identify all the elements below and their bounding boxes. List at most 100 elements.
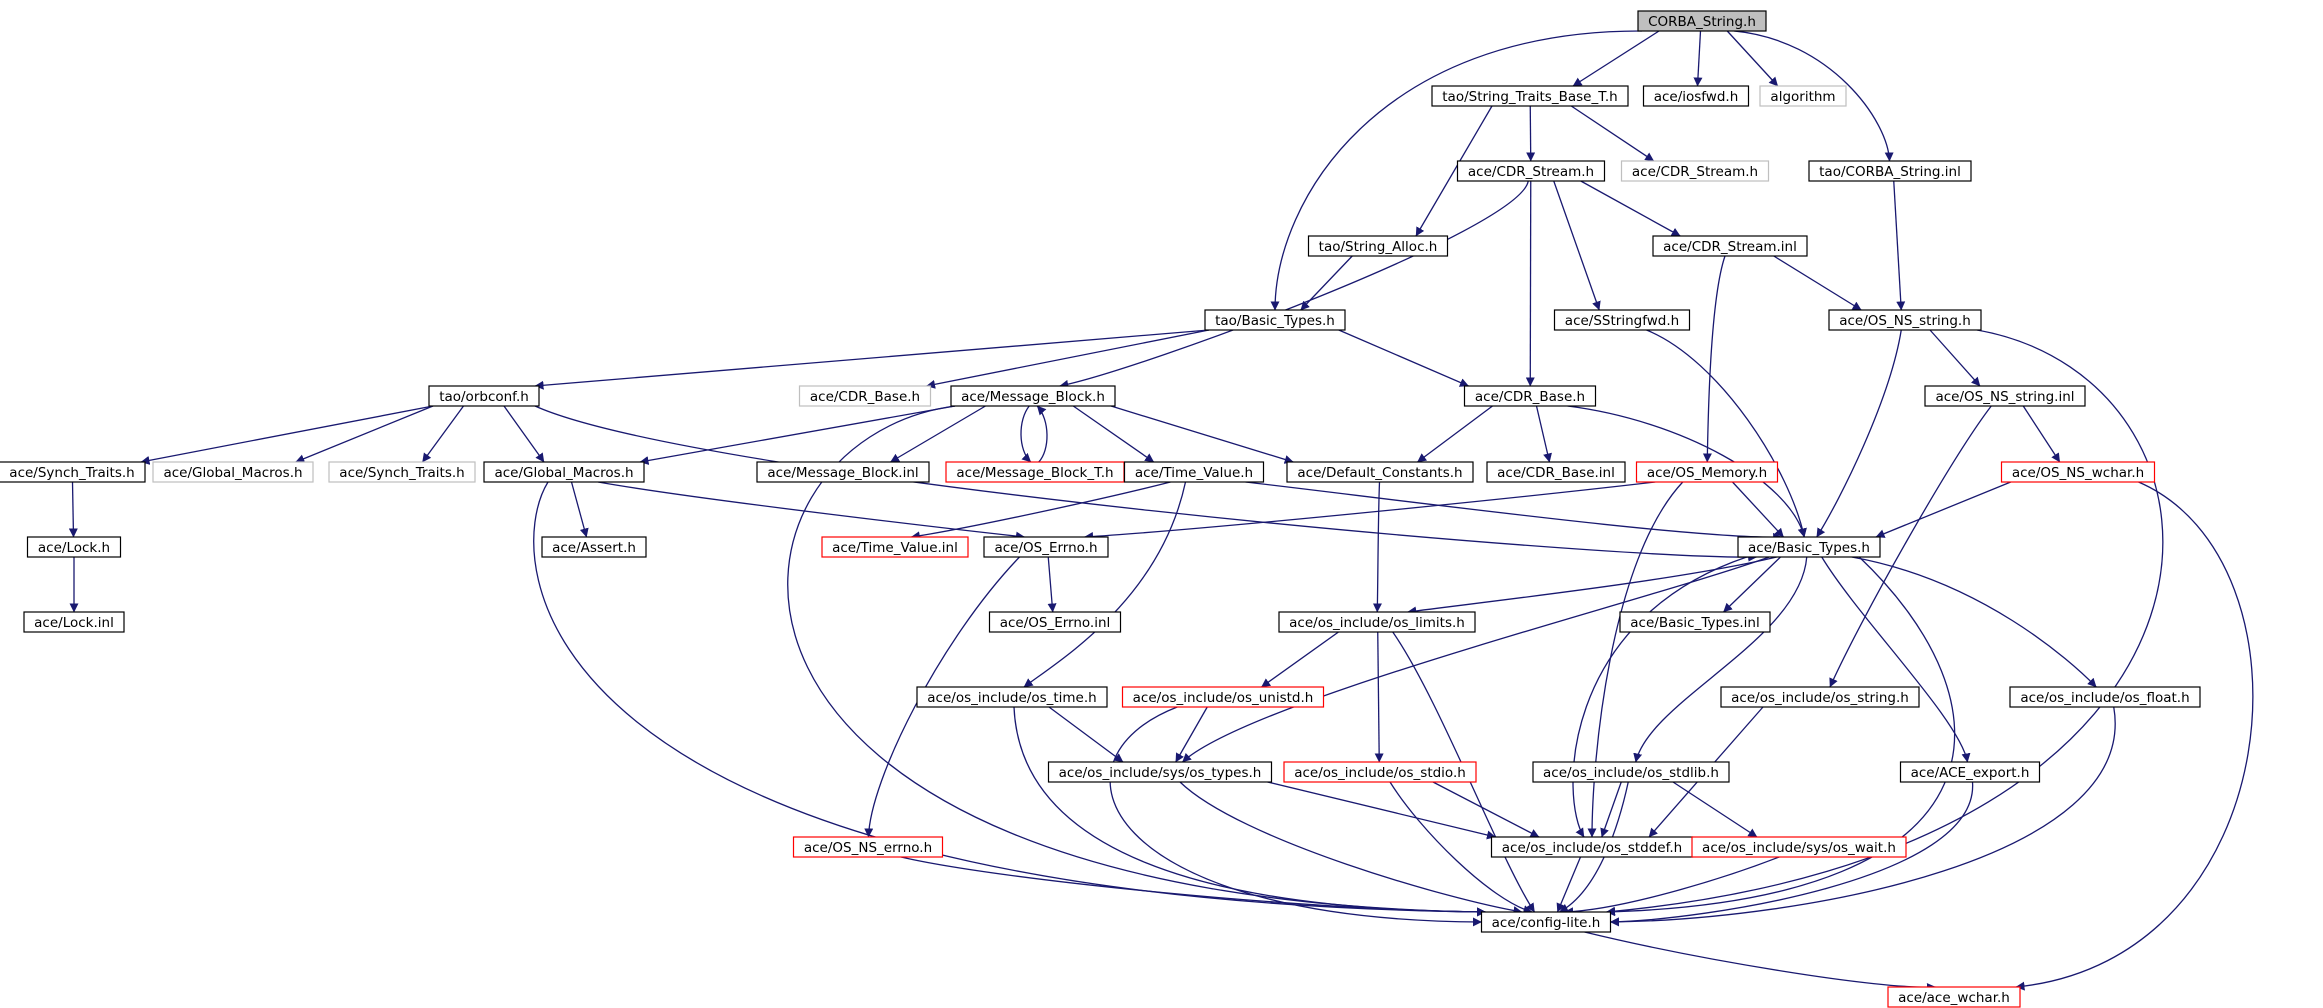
node-ace-os-errno-h[interactable]: ace/OS_Errno.h xyxy=(983,536,1109,558)
edge-ace-basic-types-h-to-os-stdlib-h xyxy=(1633,556,1808,763)
edge-ace-os-ns-string-inl-to-os-string-h xyxy=(1829,405,1992,688)
edge-os-unistd-h-to-os-sys-types-h xyxy=(1175,706,1208,763)
edge-os-stdio-h-to-ace-config-lite-h xyxy=(1389,781,1533,914)
node-ace-ace-export-h[interactable]: ace/ACE_export.h xyxy=(1899,761,2041,783)
node-os-sys-wait-h[interactable]: ace/os_include/sys/os_wait.h xyxy=(1691,836,1907,858)
edge-os-stdlib-h-to-os-stddef-h xyxy=(1600,781,1622,838)
edge-ace-os-ns-errno-h-to-ace-config-lite-h xyxy=(900,856,1486,917)
node-ace-message-block-t-h[interactable]: ace/Message_Block_T.h xyxy=(945,461,1125,483)
node-ace-lock-inl[interactable]: ace/Lock.inl xyxy=(23,611,125,633)
node-ace-lock-h[interactable]: ace/Lock.h xyxy=(26,536,122,558)
node-ace-os-errno-inl[interactable]: ace/OS_Errno.inl xyxy=(988,611,1122,633)
node-label: ace/Assert.h xyxy=(552,540,636,556)
node-label: ace/os_include/os_time.h xyxy=(927,690,1096,706)
node-tao-basic-types-h[interactable]: tao/Basic_Types.h xyxy=(1204,309,1346,331)
node-box xyxy=(2009,686,2201,708)
edge-tao-string-alloc-h-to-tao-basic-types-h xyxy=(1300,255,1353,311)
node-label: ace/Time_Value.h xyxy=(1135,465,1253,481)
node-label: ace/os_include/os_float.h xyxy=(2020,690,2189,706)
edge-tao-orbconf-h-to-ace-global-macros-h xyxy=(503,405,545,463)
edge-ace-os-ns-string-h-to-ace-config-lite-h xyxy=(1606,329,2164,916)
node-box xyxy=(152,461,314,483)
edge-ace-cdr-stream-inl-to-ace-os-ns-string-h xyxy=(1773,255,1862,311)
node-label: ace/Global_Macros.h xyxy=(163,465,302,481)
node-box xyxy=(1828,309,1982,331)
edge-ace-basic-types-h-to-ace-ace-export-h xyxy=(1821,556,1971,763)
node-ace-message-block-h[interactable]: ace/Message_Block.h xyxy=(950,385,1116,407)
node-box xyxy=(1278,611,1476,633)
edge-tao-orbconf-h-to-ace-global-macros-h-ext xyxy=(295,405,434,463)
node-ace-cdr-stream-h-ext[interactable]: ace/CDR_Stream.h xyxy=(1620,160,1770,182)
node-tao-orbconf-h[interactable]: tao/orbconf.h xyxy=(428,385,540,407)
node-ace-os-ns-string-inl[interactable]: ace/OS_NS_string.inl xyxy=(1924,385,2086,407)
node-label: ace/Synch_Traits.h xyxy=(339,465,464,481)
node-box xyxy=(983,536,1109,558)
node-ace-sstringfwd-h[interactable]: ace/SStringfwd.h xyxy=(1553,309,1691,331)
node-ace-cdr-base-h-ext[interactable]: ace/CDR_Base.h xyxy=(798,385,932,407)
node-label: ace/os_include/sys/os_wait.h xyxy=(1702,840,1896,856)
node-label: ace/CDR_Stream.h xyxy=(1632,164,1758,180)
node-ace-basic-types-h[interactable]: ace/Basic_Types.h xyxy=(1737,536,1881,558)
node-label: ace/Basic_Types.inl xyxy=(1630,615,1759,631)
node-ace-message-block-inl[interactable]: ace/Message_Block.inl xyxy=(756,461,930,483)
node-ace-config-lite-h[interactable]: ace/config-lite.h xyxy=(1480,911,1612,933)
node-ace-default-constants-h[interactable]: ace/Default_Constants.h xyxy=(1286,461,1474,483)
edge-os-time-h-to-os-sys-types-h xyxy=(1048,706,1124,763)
node-box xyxy=(1283,761,1477,783)
node-ace-global-macros-h[interactable]: ace/Global_Macros.h xyxy=(483,461,645,483)
node-box xyxy=(1737,536,1881,558)
node-os-limits-h[interactable]: ace/os_include/os_limits.h xyxy=(1278,611,1476,633)
node-box xyxy=(1307,235,1449,257)
node-label: ace/Global_Macros.h xyxy=(494,465,633,481)
node-label: tao/orbconf.h xyxy=(439,389,529,405)
node-os-unistd-h[interactable]: ace/os_include/os_unistd.h xyxy=(1121,686,1325,708)
edge-corba-string-h-to-algorithm xyxy=(1726,30,1779,87)
edge-os-stdlib-h-to-os-sys-wait-h xyxy=(1672,781,1758,838)
node-ace-os-memory-h[interactable]: ace/OS_Memory.h xyxy=(1635,461,1779,483)
node-label: ace/Time_Value.inl xyxy=(832,540,958,556)
node-box xyxy=(1652,235,1808,257)
node-ace-os-ns-string-h[interactable]: ace/OS_NS_string.h xyxy=(1828,309,1982,331)
node-ace-iosfwd-h[interactable]: ace/iosfwd.h xyxy=(1642,85,1750,107)
node-os-stdio-h[interactable]: ace/os_include/os_stdio.h xyxy=(1283,761,1477,783)
node-ace-cdr-base-h[interactable]: ace/CDR_Base.h xyxy=(1463,385,1597,407)
node-ace-time-value-inl[interactable]: ace/Time_Value.inl xyxy=(821,536,969,558)
node-ace-basic-types-inl[interactable]: ace/Basic_Types.inl xyxy=(1619,611,1771,633)
node-label: ace/OS_Errno.inl xyxy=(1000,615,1111,631)
node-os-sys-types-h[interactable]: ace/os_include/sys/os_types.h xyxy=(1047,761,1273,783)
node-os-string-h[interactable]: ace/os_include/os_string.h xyxy=(1720,686,1920,708)
node-box xyxy=(792,836,944,858)
node-label: ace/ACE_export.h xyxy=(1911,765,2030,781)
node-corba-string-h[interactable]: CORBA_String.h xyxy=(1637,10,1767,32)
node-ace-ace-wchar-h[interactable]: ace/ace_wchar.h xyxy=(1887,986,2021,1008)
node-ace-assert-h[interactable]: ace/Assert.h xyxy=(541,536,647,558)
edge-string-traits-base-t-h-to-ace-cdr-stream-h-ext xyxy=(1570,105,1655,162)
edge-ace-message-block-h-to-ace-default-constants-h xyxy=(1110,405,1294,464)
node-os-time-h[interactable]: ace/os_include/os_time.h xyxy=(916,686,1108,708)
node-algorithm[interactable]: algorithm xyxy=(1759,85,1847,107)
node-ace-time-value-h[interactable]: ace/Time_Value.h xyxy=(1123,461,1265,483)
node-label: tao/CORBA_String.inl xyxy=(1819,164,1961,180)
node-os-stddef-h[interactable]: ace/os_include/os_stddef.h xyxy=(1490,836,1694,858)
node-tao-string-alloc-h[interactable]: tao/String_Alloc.h xyxy=(1307,235,1449,257)
node-ace-cdr-stream-inl[interactable]: ace/CDR_Stream.inl xyxy=(1652,235,1808,257)
node-box xyxy=(1720,686,1920,708)
node-tao-corba-string-inl[interactable]: tao/CORBA_String.inl xyxy=(1808,160,1972,182)
edge-ace-cdr-base-h-to-ace-default-constants-h xyxy=(1417,405,1493,463)
node-os-stdlib-h[interactable]: ace/os_include/os_stdlib.h xyxy=(1532,761,1730,783)
node-ace-synch-traits-h[interactable]: ace/Synch_Traits.h xyxy=(0,461,146,483)
node-ace-global-macros-h-ext[interactable]: ace/Global_Macros.h xyxy=(152,461,314,483)
node-label: ace/Default_Constants.h xyxy=(1297,465,1462,481)
node-ace-cdr-base-inl[interactable]: ace/CDR_Base.inl xyxy=(1486,461,1626,483)
node-ace-os-ns-wchar-h[interactable]: ace/OS_NS_wchar.h xyxy=(2000,461,2156,483)
node-label: ace/OS_NS_string.inl xyxy=(1935,389,2074,405)
node-os-float-h[interactable]: ace/os_include/os_float.h xyxy=(2009,686,2201,708)
node-box xyxy=(916,686,1108,708)
node-label: ace/Message_Block.inl xyxy=(767,465,918,481)
node-ace-os-ns-errno-h[interactable]: ace/OS_NS_errno.h xyxy=(792,836,944,858)
node-ace-synch-traits-h-ext[interactable]: ace/Synch_Traits.h xyxy=(328,461,476,483)
edge-os-float-h-to-ace-config-lite-h xyxy=(1610,706,2116,927)
node-string-traits-base-t-h[interactable]: tao/String_Traits_Base_T.h xyxy=(1431,85,1629,107)
node-ace-cdr-stream-h[interactable]: ace/CDR_Stream.h xyxy=(1456,160,1606,182)
